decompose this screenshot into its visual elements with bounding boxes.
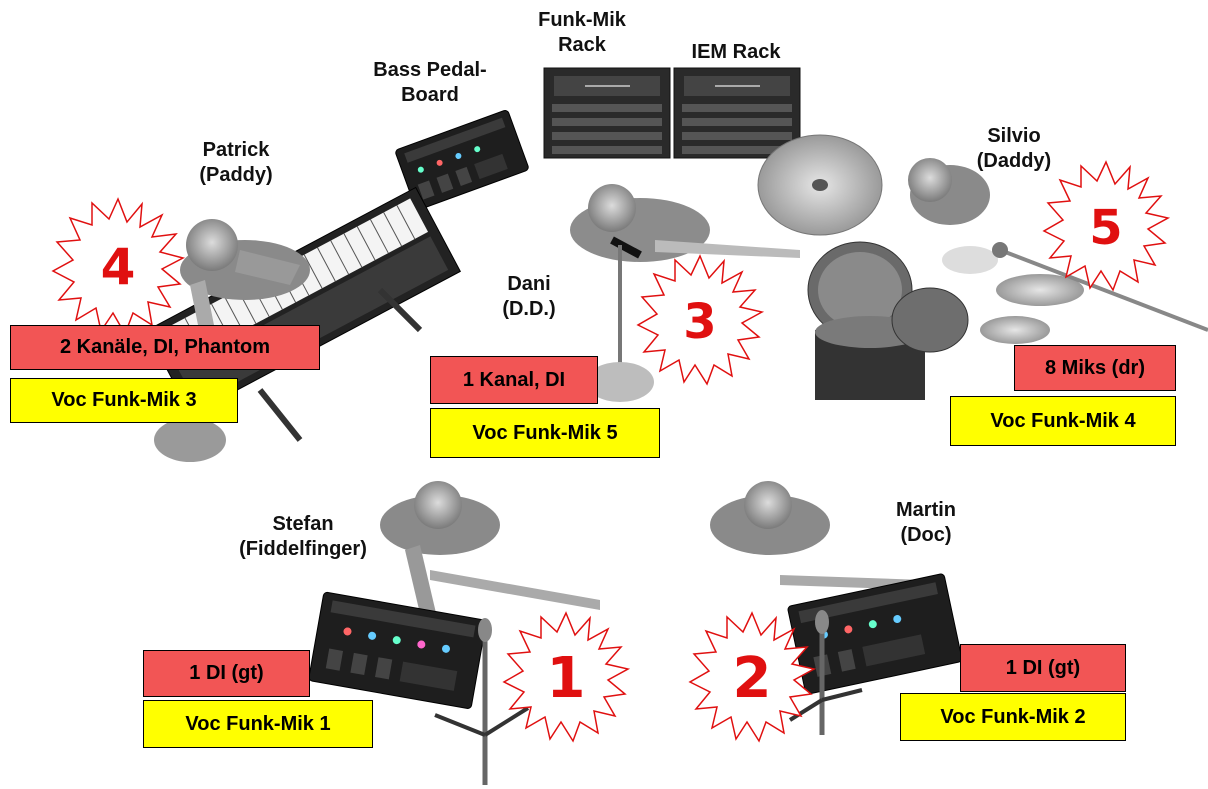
dani-channel-tag: 1 Kanal, DI (430, 356, 598, 404)
star-number-3: 3 (683, 294, 716, 350)
position-star-4: 4 (51, 197, 186, 336)
patrick-channel-tag: 2 Kanäle, DI, Phantom (10, 325, 320, 370)
patrick-mic-tag: Voc Funk-Mik 3 (10, 378, 238, 423)
label-patrick: Patrick (Paddy) (199, 139, 273, 186)
stefan-channel-tag: 1 DI (gt) (143, 650, 310, 697)
star-number-2: 2 (733, 646, 772, 711)
silvio-channel-tag: 8 Miks (dr) (1014, 345, 1176, 391)
label-stefan: Stefan (Fiddelfinger) (239, 513, 367, 560)
martin-mic-tag: Voc Funk-Mik 2 (900, 693, 1126, 741)
stefan-mic-tag: Voc Funk-Mik 1 (143, 700, 373, 748)
stefan-figure (380, 481, 600, 635)
label-silvio: Silvio (Daddy) (976, 125, 1052, 172)
martin-pedal-board (787, 573, 963, 695)
position-star-5: 5 (1042, 160, 1171, 292)
label-bass-pedal-board: Bass Pedal-Board (373, 59, 487, 106)
dani-mic-tag: Voc Funk-Mik 5 (430, 408, 660, 458)
stefan-mic-stand (434, 618, 530, 785)
funk-mik-rack (543, 67, 671, 159)
martin-channel-tag: 1 DI (gt) (960, 644, 1126, 692)
star-number-1: 1 (547, 646, 586, 711)
bass-pedal-board (395, 110, 529, 210)
martin-mic-stand (788, 610, 863, 735)
patrick-figure (180, 219, 310, 335)
label-martin: Martin (Doc) (896, 499, 956, 546)
position-star-2: 2 (688, 611, 817, 743)
star-number-4: 4 (101, 238, 136, 296)
star-number-5: 5 (1089, 200, 1122, 256)
iem-rack (673, 67, 801, 159)
martin-figure (710, 481, 925, 590)
dani-figure (570, 184, 800, 402)
position-star-1: 1 (502, 611, 631, 743)
drum-kit (757, 134, 1208, 400)
label-dani: Dani (D.D.) (502, 273, 556, 320)
silvio-mic-tag: Voc Funk-Mik 4 (950, 396, 1176, 446)
label-funk-mik-rack: Funk-Mik Rack (538, 9, 626, 56)
stefan-pedal-board (308, 591, 487, 709)
position-star-3: 3 (636, 254, 765, 386)
label-iem-rack: IEM Rack (691, 41, 781, 63)
